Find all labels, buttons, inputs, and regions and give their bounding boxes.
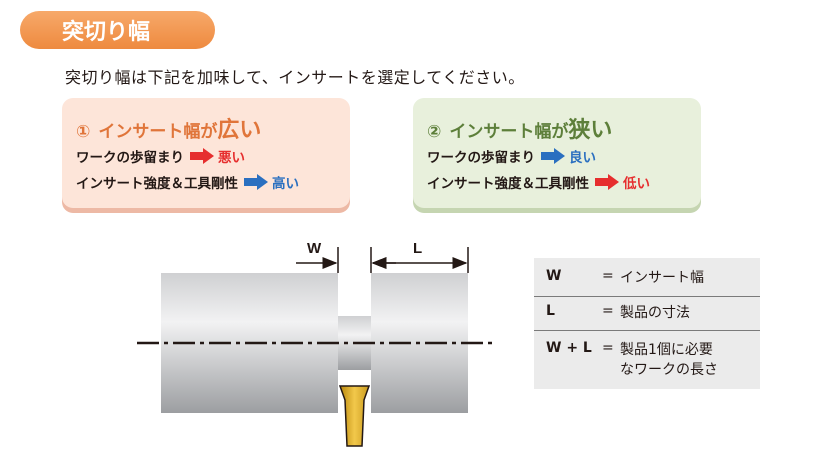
legend-desc: 製品1個に必要 なワークの長さ <box>620 340 750 380</box>
legend-box: W = インサート幅 L = 製品の寸法 W + L = 製品1個に必要 なワー… <box>534 258 760 389</box>
w-dimension-label: W <box>307 240 322 257</box>
card-wide-insert: ① インサート幅が 広い ワークの歩留まり 悪い インサート強度＆工具剛性 高い <box>62 98 350 208</box>
card-heading-prefix: インサート幅が <box>449 122 569 142</box>
card-heading-emphasis: 狭い <box>568 118 613 143</box>
row-value: 悪い <box>218 150 245 166</box>
row-label: インサート強度＆工具剛性 <box>76 176 238 192</box>
legend-desc-line: 製品1個に必要 <box>620 342 713 358</box>
right-arrow-blue-icon <box>541 148 565 164</box>
card-row: インサート強度＆工具剛性 高い <box>76 170 350 194</box>
legend-desc-line: なワークの長さ <box>620 362 718 378</box>
legend-key: W <box>546 268 562 284</box>
card-number: ① <box>76 122 91 142</box>
section-title: 突切り幅 <box>20 11 215 49</box>
right-arrow-red-icon <box>190 148 214 164</box>
legend-key: L <box>546 303 555 319</box>
legend-key: W + L <box>546 340 592 356</box>
section-title-text: 突切り幅 <box>62 20 151 45</box>
right-arrow-blue-icon <box>244 174 268 190</box>
card-number: ② <box>427 122 442 142</box>
row-value: 良い <box>569 150 596 166</box>
row-value: 高い <box>272 176 299 192</box>
row-label: インサート強度＆工具剛性 <box>427 176 589 192</box>
intro-text: 突切り幅は下記を加味して、インサートを選定してください。 <box>65 68 525 87</box>
legend-desc: インサート幅 <box>620 270 704 286</box>
legend-divider <box>534 296 760 297</box>
row-label: ワークの歩留まり <box>427 150 535 166</box>
card-heading-emphasis: 広い <box>217 118 262 143</box>
card-heading: ① インサート幅が 広い <box>76 112 350 143</box>
legend-eq: = <box>602 268 614 284</box>
right-arrow-red-icon <box>595 174 619 190</box>
legend-eq: = <box>602 303 614 319</box>
legend-desc: 製品の寸法 <box>620 305 690 321</box>
legend-eq: = <box>602 340 614 356</box>
row-value: 低い <box>623 176 650 192</box>
l-dimension-label: L <box>413 240 422 257</box>
card-row: インサート強度＆工具剛性 低い <box>427 170 701 194</box>
legend-divider <box>534 330 760 331</box>
cutoff-insert <box>338 385 371 447</box>
row-label: ワークの歩留まり <box>76 150 184 166</box>
card-heading: ② インサート幅が 狭い <box>427 112 701 143</box>
card-row: ワークの歩留まり 悪い <box>76 144 350 168</box>
card-narrow-insert: ② インサート幅が 狭い ワークの歩留まり 良い インサート強度＆工具剛性 低い <box>413 98 701 208</box>
card-heading-prefix: インサート幅が <box>98 122 218 142</box>
card-row: ワークの歩留まり 良い <box>427 144 701 168</box>
